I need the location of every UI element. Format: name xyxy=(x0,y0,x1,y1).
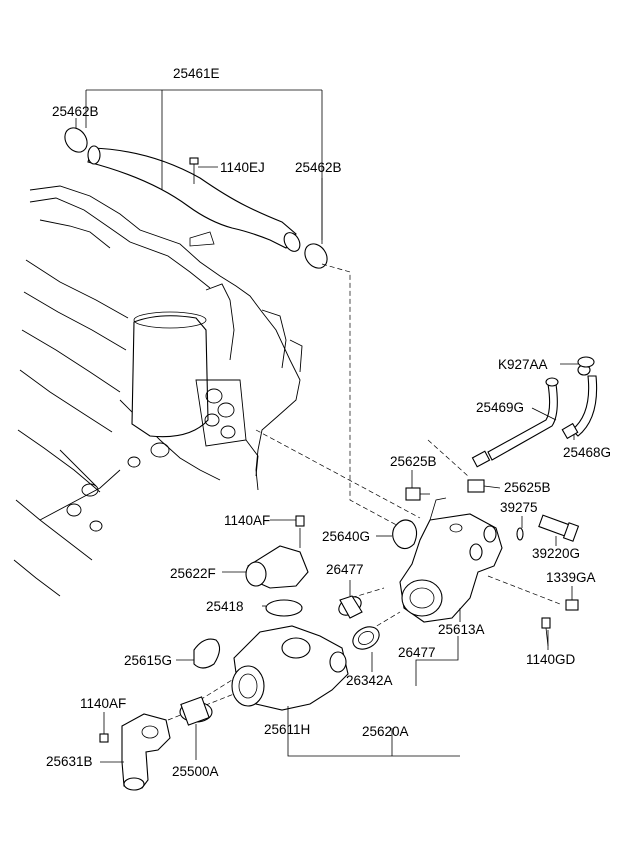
bolt-1140gd xyxy=(541,617,551,647)
clip-25625b-right xyxy=(467,479,485,493)
label-1140af-upper: 1140AF xyxy=(224,513,270,528)
label-25620a: 25620A xyxy=(362,724,409,739)
clamp-k927aa xyxy=(577,356,595,368)
label-25625b-left: 25625B xyxy=(390,454,437,469)
gasket-25615g xyxy=(193,638,221,669)
label-k927aa: K927AA xyxy=(498,357,548,372)
bolt-1140af-lower xyxy=(99,718,109,743)
gasket-25640g xyxy=(392,519,418,550)
label-25631b: 25631B xyxy=(46,754,93,769)
label-25418: 25418 xyxy=(206,599,244,614)
label-25500a: 25500A xyxy=(172,764,219,779)
label-26477-upper: 26477 xyxy=(326,562,364,577)
housing-25620a xyxy=(231,625,349,711)
label-25462b-left: 25462B xyxy=(52,104,99,119)
label-25462b-right: 25462B xyxy=(295,160,342,175)
hose-26477-upper xyxy=(338,595,363,619)
water-pipe xyxy=(87,145,301,252)
fitting-25631b xyxy=(121,713,171,791)
label-25469g: 25469G xyxy=(476,400,524,415)
label-1339ga: 1339GA xyxy=(546,570,596,585)
label-25461e: 25461E xyxy=(173,66,220,81)
label-25468g: 25468G xyxy=(563,445,611,460)
label-1140ej: 1140EJ xyxy=(220,160,265,175)
o-ring-left xyxy=(64,127,88,153)
sensor-39220g xyxy=(538,514,580,542)
bolt-1339ga xyxy=(565,599,579,611)
o-ring-right xyxy=(304,243,328,269)
bolt-1140ej xyxy=(189,157,199,184)
clip-25625b-left xyxy=(405,487,430,501)
gasket-25418 xyxy=(265,599,303,617)
label-39220g: 39220G xyxy=(532,546,580,561)
hose-26342a xyxy=(352,626,380,650)
label-25611h: 25611H xyxy=(264,722,310,737)
engine-block xyxy=(13,185,303,597)
label-25625b-right: 25625B xyxy=(504,480,551,495)
label-1140gd: 1140GD xyxy=(526,652,576,667)
label-1140af-lower: 1140AF xyxy=(80,696,126,711)
o-ring-39275 xyxy=(516,527,524,541)
thermostat-25500a xyxy=(179,696,213,744)
label-39275: 39275 xyxy=(500,500,538,515)
label-26477-lower: 26477 xyxy=(398,645,436,660)
label-25613a: 25613A xyxy=(438,622,485,637)
cover-25622f xyxy=(245,515,309,589)
hose-25469g xyxy=(471,377,559,468)
label-25615g: 25615G xyxy=(124,653,172,668)
housing-25613a xyxy=(399,497,503,623)
hose-25468g xyxy=(561,364,598,440)
label-25622f: 25622F xyxy=(170,566,216,581)
label-26342a: 26342A xyxy=(346,673,393,688)
label-25640g: 25640G xyxy=(322,529,370,544)
